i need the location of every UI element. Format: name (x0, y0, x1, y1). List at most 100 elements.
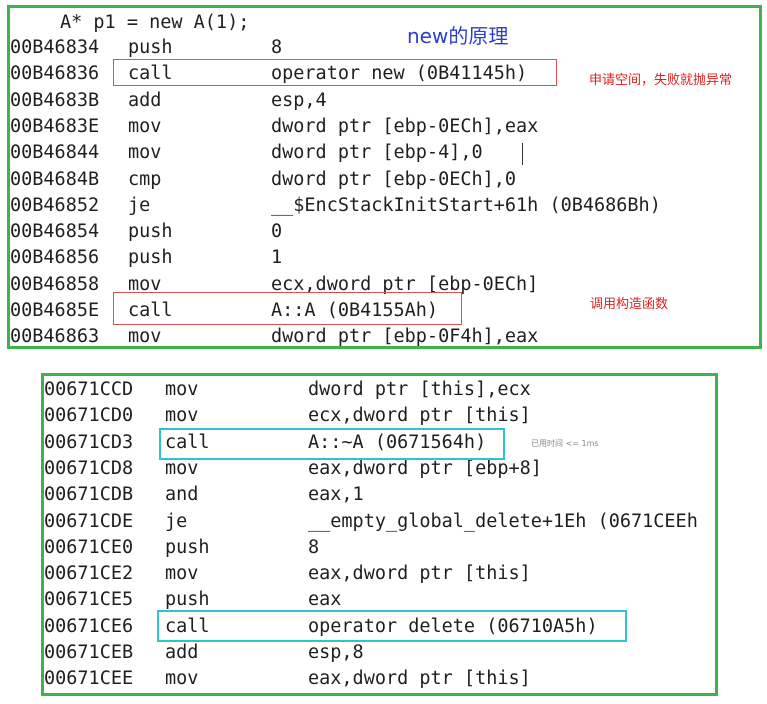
instruction-address: 00B4683B (10, 89, 100, 111)
disassembly-row[interactable]: 00671CE2 mov eax,dword ptr [this] (44, 561, 715, 587)
disassembly-row[interactable]: 00B46858 mov ecx,dword ptr [ebp-0ECh] (10, 272, 759, 298)
disassembly-row[interactable]: 00671CCD mov dword ptr [this],ecx (44, 377, 715, 403)
instruction-address: 00B4684B (10, 168, 100, 190)
annotation-operator-new: 申请空间，失败就抛异常 (589, 73, 733, 88)
instruction-mnemonic: cmp (128, 168, 162, 190)
disassembly-row[interactable]: 00B4684B cmp dword ptr [ebp-0ECh],0 (10, 167, 759, 193)
instruction-address: 00671CE0 (44, 536, 134, 558)
disassembly-panel-delete: 00671CCD mov dword ptr [this],ecx 00671CD0 m… (41, 373, 718, 696)
instruction-operands: eax,dword ptr [ebp+8] (308, 457, 542, 479)
instruction-operands: ecx,dword ptr [ebp-0ECh] (271, 273, 539, 295)
instruction-mnemonic: mov (128, 142, 162, 164)
disassembly-row[interactable]: 00671CE0 push 8 (44, 535, 715, 561)
instruction-address: 00B46836 (10, 63, 100, 85)
instruction-mnemonic: and (165, 484, 199, 506)
instruction-operands: ecx,dword ptr [this] (308, 405, 531, 427)
instruction-mnemonic: mov (165, 668, 199, 690)
highlight-box-destructor (159, 428, 505, 460)
instruction-address: 00B46852 (10, 194, 100, 216)
disassembly-row[interactable]: 00B46863 mov dword ptr [ebp-0F4h],eax (10, 324, 759, 348)
disassembly-row[interactable]: 00671CE5 push eax (44, 587, 715, 613)
instruction-mnemonic: call (128, 300, 173, 321)
instruction-address: 00671CD3 (44, 431, 134, 453)
disassembly-row[interactable]: 00B46852 je __$EncStackInitStart+61h (0B46… (10, 193, 759, 219)
instruction-address: 00671CE6 (44, 615, 134, 637)
instruction-address: 00B46844 (10, 142, 100, 164)
instruction-operands: esp,4 (271, 89, 327, 111)
instruction-mnemonic: push (165, 589, 210, 611)
instruction-operands: eax,dword ptr [this] (308, 668, 531, 690)
instruction-operands: A::~A (0671564h) (308, 431, 487, 453)
instruction-address: 00B46858 (10, 273, 100, 295)
instruction-operands: dword ptr [ebp-4],0 (271, 142, 483, 164)
elapsed-time-hint: 已用时间 <= 1ms (531, 439, 599, 448)
instruction-mnemonic: mov (128, 273, 162, 295)
instruction-mnemonic: mov (165, 563, 199, 585)
instruction-address: 00671CD0 (44, 405, 134, 427)
instruction-mnemonic: call (165, 431, 210, 453)
instruction-address: 00671CEB (44, 642, 134, 663)
instruction-operands: dword ptr [this],ecx (308, 379, 531, 400)
instruction-address: 00B46854 (10, 221, 100, 243)
instruction-mnemonic: push (128, 37, 173, 58)
instruction-address: 00671CDB (44, 484, 134, 506)
instruction-address: 00B4685E (10, 300, 100, 321)
instruction-operands: 1 (271, 247, 283, 269)
disassembly-row[interactable]: 00B46844 mov dword ptr [ebp-4],0 (10, 140, 759, 166)
highlight-box-operator-delete (157, 610, 627, 642)
disassembly-row[interactable]: 00B4685E call A::A (0B4155Ah) (10, 298, 759, 324)
instruction-address: 00B46834 (10, 37, 100, 58)
instruction-address: 00B46863 (10, 326, 100, 348)
instruction-mnemonic: call (128, 63, 173, 85)
disassembly-row[interactable]: 00B4683B add esp,4 (10, 88, 759, 114)
instruction-mnemonic: mov (128, 326, 162, 348)
instruction-operands: dword ptr [ebp-0ECh],0 (271, 168, 517, 190)
instruction-operands: eax,dword ptr [this] (308, 563, 531, 585)
instruction-operands: __empty_global_delete+1Eh (0671CEEh (308, 510, 698, 532)
instruction-operands: dword ptr [ebp-0F4h],eax (271, 326, 539, 348)
instruction-mnemonic: mov (165, 379, 199, 400)
source-line: A* p1 = new A(1); (60, 12, 250, 33)
instruction-operands: __$EncStackInitStart+61h (0B4686Bh) (271, 194, 661, 216)
instruction-mnemonic: push (128, 247, 173, 269)
instruction-mnemonic: mov (165, 405, 199, 427)
instruction-mnemonic: mov (165, 457, 199, 479)
instruction-address: 00B46856 (10, 247, 100, 269)
disassembly-row[interactable]: 00671CD8 mov eax,dword ptr [ebp+8] (44, 456, 715, 482)
disassembly-row[interactable]: 00671CDB and eax,1 (44, 482, 715, 508)
highlight-box-operator-new (113, 59, 557, 86)
instruction-address: 00671CCD (44, 379, 134, 400)
instruction-operands: eax,1 (308, 484, 364, 506)
instruction-operands: 8 (308, 536, 320, 558)
instruction-mnemonic: je (128, 194, 151, 216)
disassembly-row[interactable]: 00671CE6 call operator delete (06710A5h) (44, 614, 715, 640)
instruction-address: 00671CEE (44, 668, 134, 690)
disassembly-row[interactable]: 00671CD0 mov ecx,dword ptr [this] (44, 403, 715, 429)
instruction-operands: dword ptr [ebp-0ECh],eax (271, 115, 539, 137)
instruction-address: 00671CE5 (44, 589, 134, 611)
panel-title: new的原理 (407, 24, 509, 48)
instruction-mnemonic: push (128, 221, 173, 243)
instruction-mnemonic: add (128, 89, 162, 111)
disassembly-row[interactable]: 00B46856 push 1 (10, 245, 759, 271)
instruction-operands: operator new (0B41145h) (271, 63, 528, 85)
disassembly-row[interactable]: 00671CEE mov eax,dword ptr [this] (44, 666, 715, 692)
instruction-operands: eax (308, 589, 342, 611)
instruction-address: 00671CE2 (44, 563, 134, 585)
instruction-mnemonic: push (165, 536, 210, 558)
instruction-operands: A::A (0B4155Ah) (271, 300, 439, 321)
disassembly-row[interactable]: 00671CD3 call A::~A (0671564h) (44, 430, 715, 456)
text-cursor (522, 143, 523, 165)
instruction-operands: operator delete (06710A5h) (308, 615, 598, 637)
disassembly-row[interactable]: 00B46836 call operator new (0B41145h) (10, 61, 759, 87)
instruction-address: 00671CDE (44, 510, 134, 532)
instruction-address: 00671CD8 (44, 457, 134, 479)
instruction-mnemonic: call (165, 615, 210, 637)
instruction-address: 00B4683E (10, 115, 100, 137)
